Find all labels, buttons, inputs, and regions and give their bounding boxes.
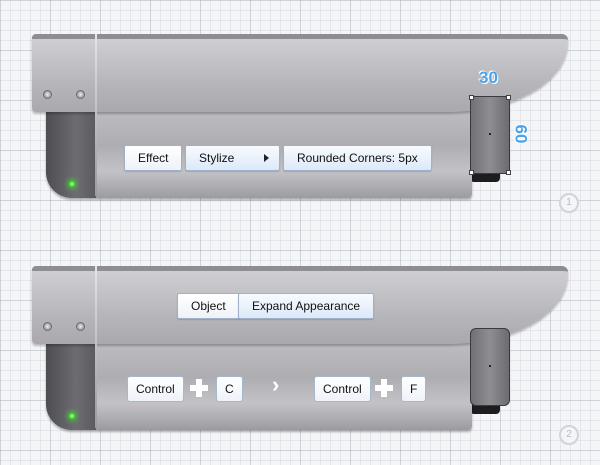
step-2-illustration: Object Expand Appearance Control C › Con… bbox=[0, 262, 600, 462]
anchor-point bbox=[469, 170, 474, 175]
key-control: Control bbox=[127, 376, 184, 402]
anchor-point bbox=[506, 170, 511, 175]
key-control: Control bbox=[314, 376, 371, 402]
screw-icon bbox=[76, 90, 85, 99]
menu-object[interactable]: Object bbox=[177, 293, 240, 319]
camera-divider bbox=[95, 266, 97, 428]
key-f: F bbox=[401, 376, 427, 402]
step-1-illustration: 30 60 Effect Stylize Rounded Corners: 5p… bbox=[0, 30, 600, 230]
center-point bbox=[489, 133, 491, 135]
menu-rounded-corners[interactable]: Rounded Corners: 5px bbox=[283, 145, 432, 171]
menu-effect[interactable]: Effect bbox=[124, 145, 183, 171]
menu-stylize[interactable]: Stylize bbox=[185, 145, 281, 171]
center-point bbox=[489, 365, 491, 367]
anchor-point bbox=[469, 95, 474, 100]
step-number-badge: 1 bbox=[559, 193, 579, 213]
camera-divider bbox=[95, 34, 97, 196]
camera-mount-rounded bbox=[470, 328, 510, 406]
dimension-width: 30 bbox=[479, 68, 498, 87]
step-number-badge: 2 bbox=[559, 425, 579, 445]
plus-icon bbox=[375, 379, 393, 397]
screw-icon bbox=[76, 322, 85, 331]
screw-icon bbox=[43, 90, 52, 99]
led-indicator bbox=[68, 180, 76, 188]
screw-icon bbox=[43, 322, 52, 331]
plus-icon bbox=[190, 379, 208, 397]
dimension-height: 60 bbox=[511, 124, 531, 144]
camera-mount-rectangle bbox=[469, 95, 511, 175]
chevron-right-icon: › bbox=[272, 372, 280, 397]
key-c: C bbox=[216, 376, 243, 402]
menu-expand-appearance[interactable]: Expand Appearance bbox=[238, 293, 375, 319]
triangle-right-icon bbox=[264, 154, 270, 162]
menu-stylize-label: Stylize bbox=[199, 151, 235, 165]
led-indicator bbox=[68, 412, 76, 420]
anchor-point bbox=[506, 95, 511, 100]
